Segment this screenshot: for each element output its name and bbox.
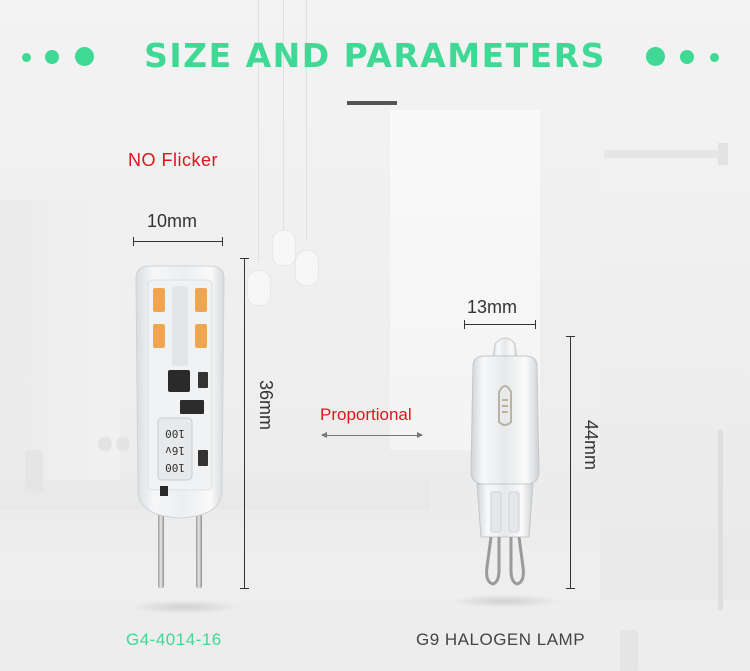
no-flicker-label: NO Flicker (128, 150, 218, 170)
right-width-dimension-line (464, 320, 536, 329)
left-model-label: G4-4014-16 (126, 630, 222, 649)
capacitor-text-1: 100 (165, 461, 185, 474)
decor-dot (22, 53, 31, 62)
bulb-shadow (130, 600, 240, 614)
capacitor-text-3: 100 (165, 427, 185, 440)
right-height-label: 44mm (581, 420, 601, 471)
g9-halogen-bulb-image (470, 337, 540, 586)
left-height-label: 36mm (256, 380, 276, 431)
right-model-label: G9 HALOGEN LAMP (416, 630, 586, 649)
background-shower-pipe (718, 430, 723, 610)
proportional-arrow (321, 432, 423, 438)
pendant-cord (306, 0, 307, 240)
title-underline (347, 101, 397, 105)
pendant-lamp (295, 250, 319, 286)
capacitor-text-2: 16v (165, 444, 185, 457)
right-width-label: 13mm (467, 297, 518, 317)
decor-dot (75, 47, 94, 66)
bulb-shadow (450, 594, 560, 608)
background-bottle (620, 630, 638, 671)
background-shelf-post (718, 143, 728, 165)
g4-led-bulb-image: 100 16v 100 (135, 265, 225, 588)
left-width-label: 10mm (147, 211, 198, 231)
decor-dot (680, 50, 694, 64)
background-bottle (25, 450, 43, 492)
pendant-lamp (272, 230, 296, 266)
background-wall-right (600, 120, 750, 671)
pendant-cord (258, 0, 259, 262)
background-knob (98, 437, 112, 451)
background-wall-left (0, 200, 120, 500)
decor-dot (710, 53, 719, 62)
right-height-dimension-line (566, 336, 575, 589)
proportional-label: Proportional (320, 405, 412, 424)
pendant-cord (283, 0, 284, 232)
background-knob (116, 437, 130, 451)
background-shelf (604, 150, 724, 158)
left-height-dimension-line (240, 258, 249, 589)
left-width-dimension-line (133, 237, 223, 246)
page-title: SIZE AND PARAMETERS (144, 36, 606, 75)
decor-dot (646, 47, 665, 66)
decor-dot (45, 50, 59, 64)
pendant-lamp (247, 270, 271, 306)
